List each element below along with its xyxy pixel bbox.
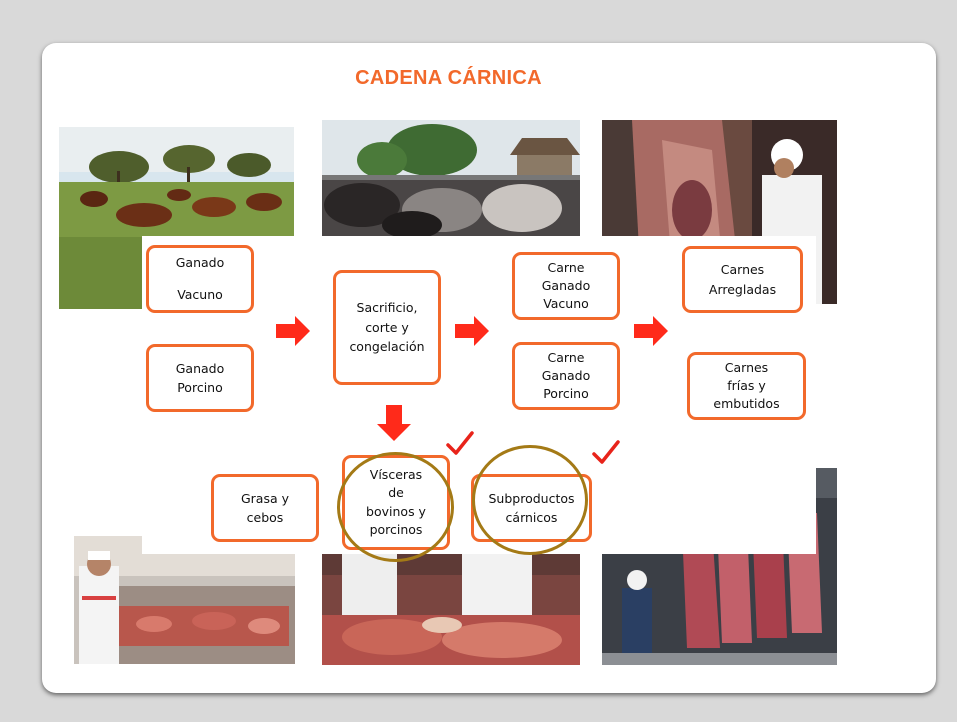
arrow-down-icon [377,405,411,441]
node-carnes-arregladas: Carnes Arregladas [682,246,803,313]
arrow-right-icon [276,316,310,346]
photo-cattle-corral [322,120,580,238]
node-carne-porcino: Carne Ganado Porcino [512,342,620,410]
node-ganado-vacuno: Ganado Vacuno [146,245,254,313]
node-visceras: Vísceras de bovinos y porcinos [342,455,450,550]
checkmark-icon [446,431,474,455]
photo-meat-counter [74,536,295,664]
page-title: CADENA CÁRNICA [355,67,542,89]
arrow-right-icon [634,316,668,346]
checkmark-icon [592,440,620,464]
node-carnes-frias: Carnes frías y embutidos [687,352,806,420]
node-subproductos: Subproductos cárnicos [471,474,592,542]
node-carne-vacuno: Carne Ganado Vacuno [512,252,620,320]
photo-butchers-cutting [322,545,580,665]
node-ganado-porcino: Ganado Porcino [146,344,254,412]
node-sacrificio: Sacrificio, corte y congelación [333,270,441,385]
arrow-right-icon [455,316,489,346]
node-grasa-cebos: Grasa y cebos [211,474,319,542]
